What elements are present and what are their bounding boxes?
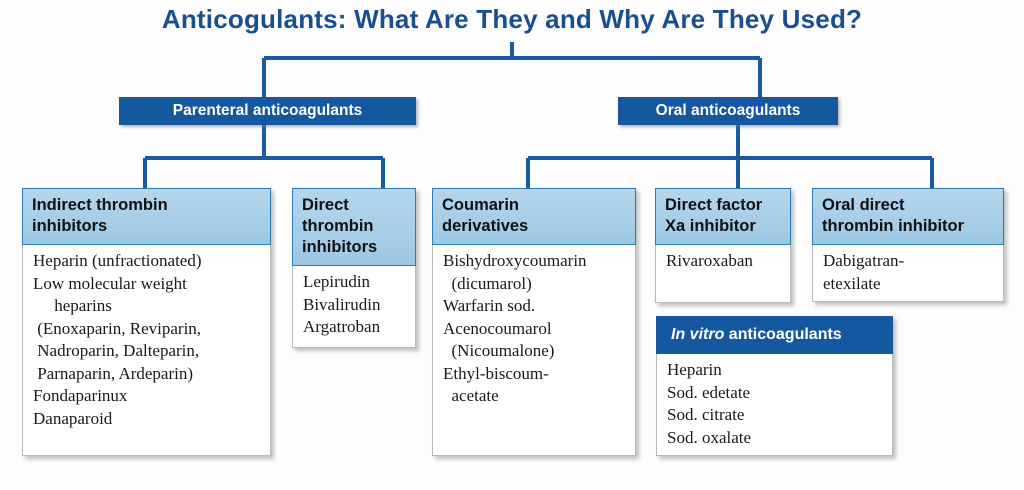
card-header-coumarin-derivatives: Coumarin derivatives (432, 188, 636, 245)
in-vitro-italic-text: In vitro (671, 326, 725, 343)
card-indirect-thrombin-inhibitors[interactable]: Indirect thrombin inhibitors Heparin (un… (22, 188, 271, 456)
card-direct-thrombin-inhibitors[interactable]: Direct thrombin inhibitors Lepirudin Biv… (292, 188, 416, 348)
card-body-indirect-thrombin-inhibitors: Heparin (unfractionated) Low molecular w… (33, 251, 202, 428)
card-header-oral-direct-thrombin-inhibitor: Oral direct thrombin inhibitor (812, 188, 1004, 245)
card-oral-direct-thrombin-inhibitor[interactable]: Oral direct thrombin inhibitor Dabigatra… (812, 188, 1004, 302)
card-header-direct-thrombin-inhibitors: Direct thrombin inhibitors (292, 188, 416, 266)
branch-parenteral-label: Parenteral anticoagulants (172, 102, 363, 119)
page-title: Anticogulants: What Are They and Why Are… (161, 4, 863, 34)
card-header-in-vitro-anticoagulants: In vitro anticoagulants (656, 316, 893, 354)
card-body-direct-factor-xa-inhibitor: Rivaroxaban (666, 251, 753, 270)
in-vitro-header-rest: anticoagulants (724, 326, 842, 343)
branch-oral-label: Oral anticoagulants (655, 102, 801, 119)
card-header-direct-factor-xa-inhibitor: Direct factor Xa inhibitor (655, 188, 791, 245)
card-body-in-vitro-anticoagulants: Heparin Sod. edetate Sod. citrate Sod. o… (667, 360, 752, 447)
card-direct-factor-xa-inhibitor[interactable]: Direct factor Xa inhibitor Rivaroxaban (655, 188, 791, 303)
branch-oral-anticoagulants[interactable]: Oral anticoagulants (618, 97, 838, 125)
card-body-oral-direct-thrombin-inhibitor: Dabigatran- etexilate (823, 251, 905, 293)
branch-parenteral-anticoagulants[interactable]: Parenteral anticoagulants (119, 97, 416, 125)
card-in-vitro-anticoagulants[interactable]: In vitro anticoagulants Heparin Sod. ede… (656, 316, 893, 456)
card-coumarin-derivatives[interactable]: Coumarin derivatives Bishydroxycoumarin … (432, 188, 636, 456)
card-body-direct-thrombin-inhibitors: Lepirudin Bivalirudin Argatroban (303, 272, 381, 336)
card-body-coumarin-derivatives: Bishydroxycoumarin (dicumarol) Warfarin … (443, 251, 587, 405)
card-header-indirect-thrombin-inhibitors: Indirect thrombin inhibitors (22, 188, 271, 245)
